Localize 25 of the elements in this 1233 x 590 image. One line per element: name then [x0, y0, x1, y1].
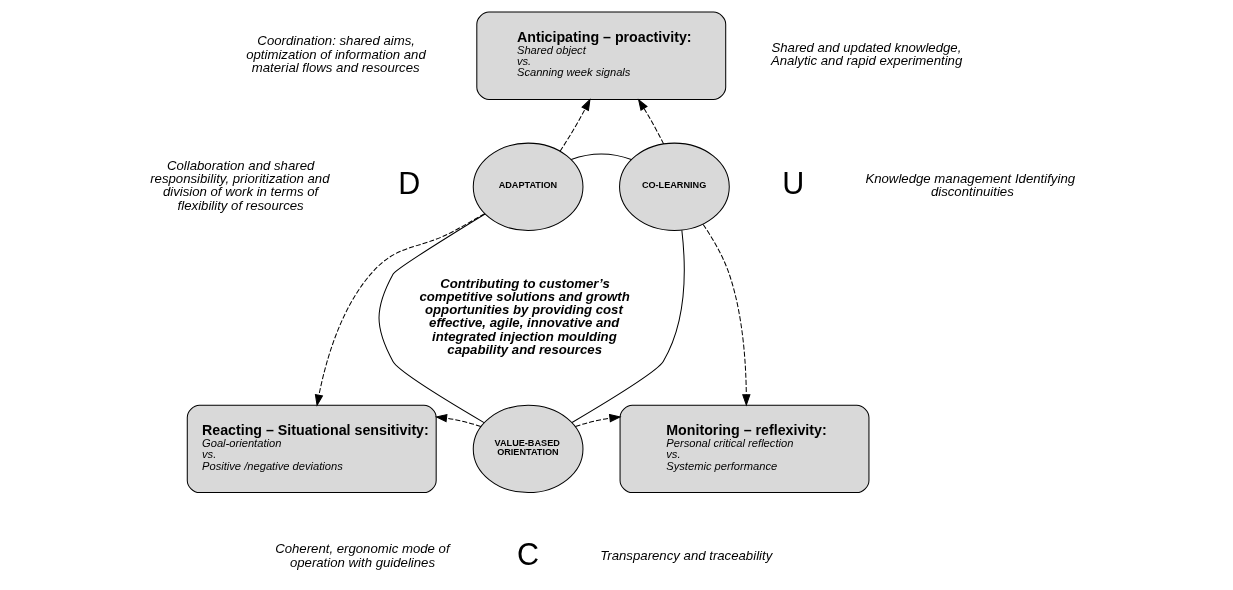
node-ellipse: VALUE-BASED ORIENTATION — [472, 404, 584, 494]
arrow — [702, 224, 751, 407]
label: Contributing to customer’s competitive solutions and growth opportunities by providing cost effective, agile, innovative and integrated injection moulding capability and resources — [419, 275, 630, 357]
arrow — [434, 413, 482, 428]
arrow — [574, 413, 622, 427]
arrow — [314, 213, 486, 407]
label: Collaboration and shared responsibility, prioritization and division of work in terms of flexibility of resources — [150, 157, 330, 213]
label: Knowledge management Identifying discontinuities — [865, 171, 1076, 200]
node-label: U — [782, 166, 805, 201]
connector — [378, 213, 486, 424]
label: Shared and updated knowledge, Analytic and rapid experimenting — [770, 40, 963, 69]
label: Coherent, ergonomic mode of operation with guidelines — [275, 541, 450, 570]
connector — [571, 229, 685, 424]
node-ellipse: ADAPTATION — [472, 142, 584, 231]
node-box: Reacting – Situational sensitivity: Goal-orientation vs. Positive /negative deviations — [186, 404, 437, 494]
label: Coordination: shared aims, optimization of information and material flows and resources — [246, 33, 426, 75]
node-label: D — [398, 166, 421, 201]
node-label: C — [517, 536, 540, 571]
node-box: Anticipating – proactivity: Shared object vs. Scanning week signals — [476, 11, 727, 100]
node-ellipse: CO-LEARNING — [619, 142, 730, 231]
node-box: Monitoring – reflexivity: Personal critical reflection vs. Systemic performance — [619, 404, 870, 494]
connector — [570, 153, 632, 161]
arrow — [637, 98, 665, 145]
label: Transparency and traceability — [600, 547, 773, 563]
arrow — [559, 98, 591, 152]
